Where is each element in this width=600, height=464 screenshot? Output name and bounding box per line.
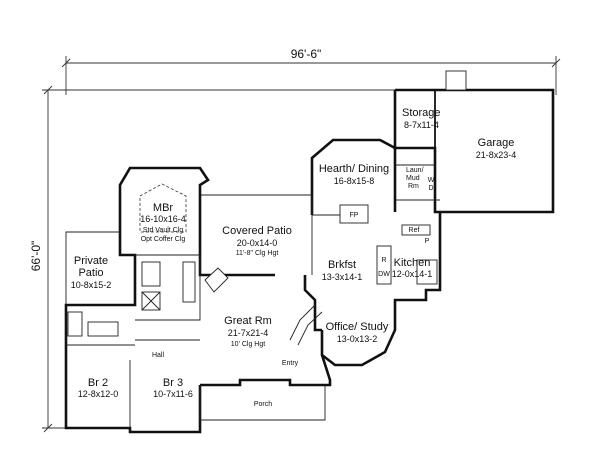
room-storage: Storage 8-7x11-4 — [402, 107, 441, 130]
overall-depth-label: 66'-0" — [29, 241, 43, 272]
room-size: 12-8x12-0 — [78, 389, 119, 399]
ref-label: Ref — [409, 227, 420, 234]
room-size: 13-0x13-2 — [337, 334, 378, 344]
room-name: Br 3 — [163, 377, 183, 389]
exterior-walls — [64, 70, 555, 434]
room-name: Rm — [408, 183, 419, 190]
room-name: Laun/ — [406, 167, 424, 174]
interior-walls — [66, 90, 440, 428]
overall-width-label: 96'-6" — [291, 47, 322, 61]
room-kitchen: Kitchen 12-0x14-1 — [392, 257, 433, 279]
room-office-study: Office/ Study 13-0x13-2 — [326, 321, 389, 344]
width-dimension — [61, 56, 561, 95]
room-private-patio: Private Patio 10-8x15-2 — [71, 255, 112, 290]
room-note: Std Vault Clg — [143, 227, 183, 234]
room-covered-patio: Covered Patio 20-0x14-0 11'-8" Clg Hgt — [222, 225, 292, 257]
room-size: 16-8x15-8 — [334, 176, 375, 186]
room-name: Kitchen — [394, 257, 431, 269]
room-mbr: MBr 16-10x16-4 Std Vault Clg Opt Coffer … — [140, 202, 186, 243]
room-note: 11'-8" Clg Hgt — [236, 250, 279, 257]
fireplace-label: FP — [350, 212, 359, 219]
room-name: Private — [74, 255, 108, 267]
room-br3: Br 3 10-7x11-6 — [153, 377, 193, 399]
room-name: Covered Patio — [222, 225, 292, 237]
room-size: 13-3x14-1 — [322, 272, 363, 282]
room-name: Storage — [402, 107, 441, 119]
room-porch: Porch — [254, 401, 272, 408]
room-name: Great Rm — [224, 315, 272, 327]
dryer-label: D — [428, 185, 433, 192]
room-size: 12-0x14-1 — [392, 269, 433, 279]
room-size: 20-0x14-0 — [237, 238, 278, 248]
room-hearth-dining: Hearth/ Dining 16-8x15-8 — [319, 163, 389, 186]
room-name: Office/ Study — [326, 321, 389, 333]
room-name: Hearth/ Dining — [319, 163, 389, 175]
room-entry: Entry — [282, 360, 299, 367]
room-size: 21-7x21-4 — [228, 328, 269, 338]
room-hall: Hall — [152, 352, 165, 359]
room-br2: Br 2 12-8x12-0 — [78, 377, 119, 399]
washer-label: W — [428, 177, 435, 184]
room-size: 10-7x11-6 — [153, 389, 193, 399]
room-garage: Garage 21-8x23-4 — [476, 137, 517, 160]
room-name: Mud — [406, 175, 420, 182]
room-brkfst: Brkfst 13-3x14-1 — [322, 259, 363, 282]
room-note: Opt Coffer Clg — [141, 236, 186, 243]
room-size: 8-7x11-4 — [404, 120, 439, 130]
pantry-label: P — [425, 238, 430, 245]
range-label: R — [381, 257, 386, 264]
room-great-rm: Great Rm 21-7x21-4 10' Clg Hgt — [224, 315, 272, 348]
room-name: Brkfst — [328, 259, 356, 271]
room-size: 21-8x23-4 — [476, 150, 517, 160]
dishwasher-label: DW — [378, 271, 390, 278]
room-size: 16-10x16-4 — [140, 214, 186, 224]
room-laundry: Laun/ Mud Rm — [406, 167, 424, 190]
room-name: Patio — [78, 267, 103, 279]
room-size: 10-8x15-2 — [71, 280, 112, 290]
room-name: MBr — [153, 202, 174, 214]
room-name: Br 2 — [88, 377, 108, 389]
room-note: 10' Clg Hgt — [231, 341, 265, 348]
room-name: Garage — [478, 137, 515, 149]
